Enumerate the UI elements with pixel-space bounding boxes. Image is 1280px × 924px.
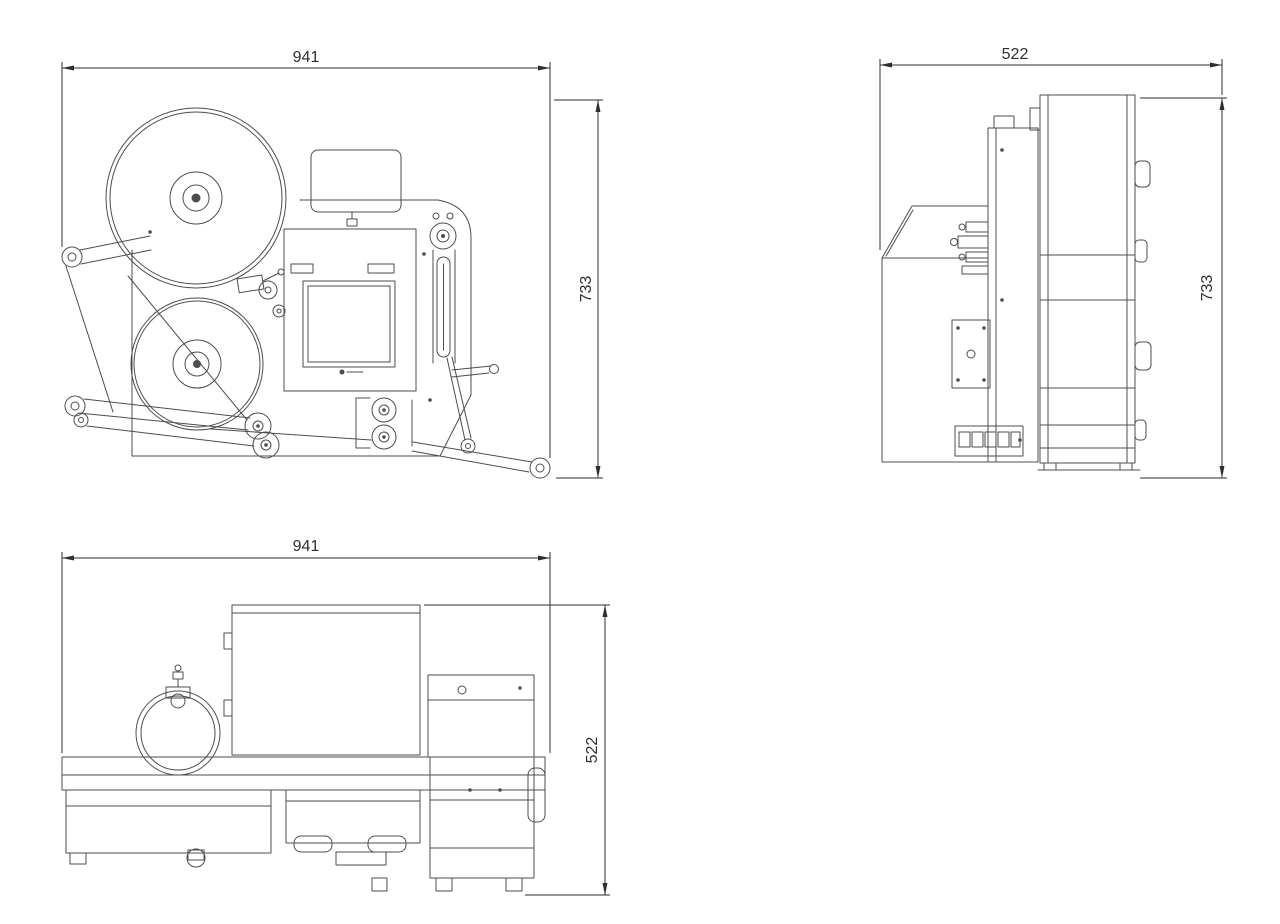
top-width-dimension: 941 xyxy=(61,538,551,753)
side-view: 522 733 xyxy=(879,46,1227,479)
applicator-roller xyxy=(529,457,551,479)
sensor-bracket xyxy=(236,274,265,294)
top-view: 941 522 xyxy=(61,538,610,896)
top-height-dimension: 522 xyxy=(424,604,610,896)
front-height-value: 733 xyxy=(578,276,595,303)
base-plate xyxy=(61,756,546,776)
side-view-drawing xyxy=(881,94,1152,471)
applicator-module-top xyxy=(427,674,535,758)
pneumatic-fittings xyxy=(965,221,989,233)
upper-reel xyxy=(105,107,287,289)
top-height-value: 522 xyxy=(584,737,601,764)
print-engine-top xyxy=(231,604,421,756)
front-view: 941 733 xyxy=(61,49,603,479)
connector-strip xyxy=(954,425,1024,457)
top-width-value: 941 xyxy=(293,538,320,555)
left-housing-top xyxy=(65,789,272,854)
right-housing-top xyxy=(429,756,535,879)
side-width-dimension: 522 xyxy=(879,46,1223,250)
control-box xyxy=(310,149,402,213)
front-width-dimension: 941 xyxy=(61,49,551,458)
backing-plate xyxy=(131,199,472,457)
front-height-dimension: 733 xyxy=(554,99,603,479)
front-width-value: 941 xyxy=(293,49,320,66)
left-guide-roller xyxy=(61,246,83,268)
tension-pulley xyxy=(429,222,457,250)
front-view-drawing xyxy=(61,107,551,479)
top-view-drawing xyxy=(61,604,546,892)
reel-stack-profile xyxy=(1039,94,1136,464)
rewind-motor-top xyxy=(135,690,221,776)
web-path xyxy=(65,265,372,441)
drive-roller-lower xyxy=(371,424,397,450)
lower-reel xyxy=(130,297,264,431)
center-housing-top xyxy=(285,789,421,844)
applicator-arm xyxy=(411,441,533,473)
drive-roller-upper xyxy=(371,397,397,423)
reel-hub xyxy=(1134,160,1151,188)
chassis-profile xyxy=(881,205,989,463)
side-height-dimension: 733 xyxy=(1140,97,1227,479)
print-engine xyxy=(283,228,417,392)
clamp-lever xyxy=(451,365,492,378)
access-panel xyxy=(951,319,991,389)
side-width-value: 522 xyxy=(1002,46,1029,63)
side-height-value: 733 xyxy=(1199,275,1216,302)
